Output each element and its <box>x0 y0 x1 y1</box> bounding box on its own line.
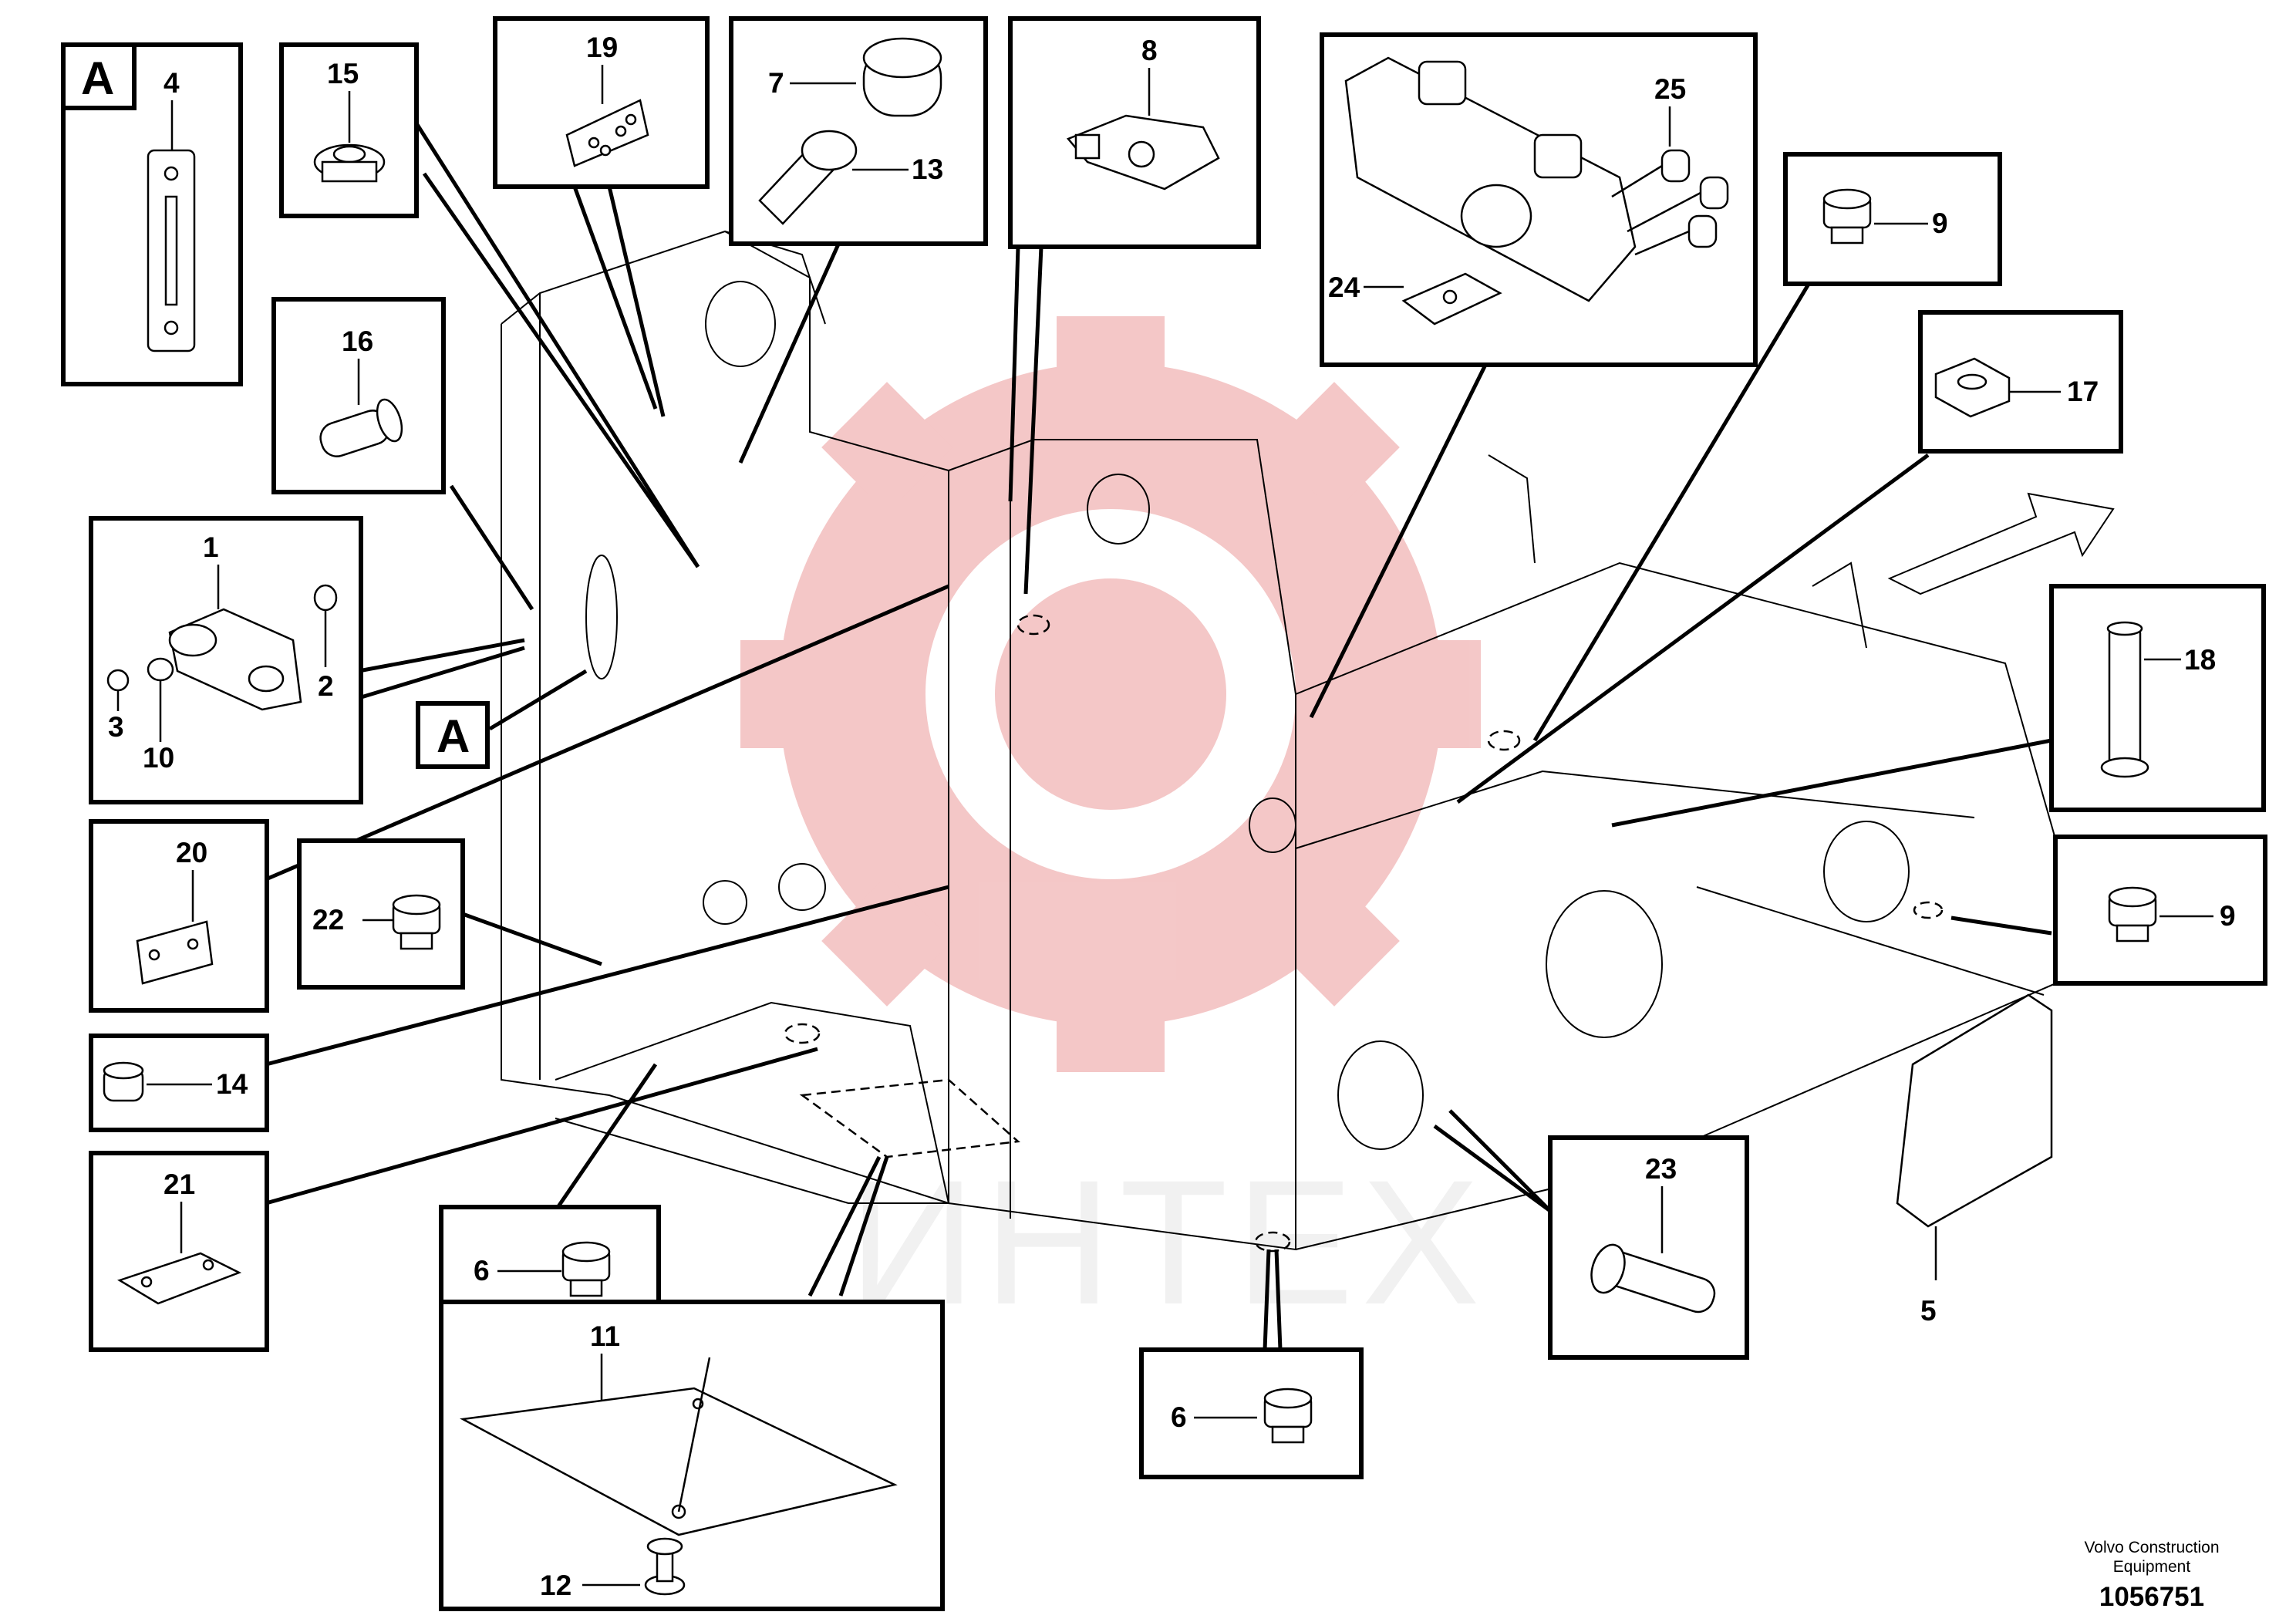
callout-7: 7 <box>768 67 784 99</box>
cover-sheet-part <box>459 1357 898 1536</box>
flat-plate-part <box>136 920 214 985</box>
callout-box-9-right: 9 <box>2053 835 2267 986</box>
callout-9-top: 9 <box>1932 207 1948 239</box>
watermark-text: ИНТЕХ <box>848 1143 1488 1341</box>
shim-part <box>117 1252 242 1305</box>
filler-cap-part <box>758 37 942 225</box>
callout-8: 8 <box>1141 35 1158 66</box>
callout-6-left: 6 <box>474 1255 490 1286</box>
brand-line-2: Equipment <box>2113 1558 2191 1576</box>
cross-member-part <box>1344 56 1637 302</box>
plug-part-6a <box>561 1241 611 1297</box>
callout-18: 18 <box>2184 644 2216 676</box>
callout-box-17: 17 <box>1918 310 2123 454</box>
pin-bolt-part <box>1590 1243 1716 1313</box>
callout-box-16: 16 <box>271 297 446 494</box>
callout-box-4: A 4 <box>61 42 243 386</box>
clip-bracket-part <box>1066 114 1220 191</box>
spacer-bushings-part <box>1611 149 1729 256</box>
callout-box-23: 23 <box>1548 1135 1749 1360</box>
watermark-gear-icon <box>740 316 1481 1072</box>
callout-4: 4 <box>164 67 180 99</box>
long-bolt-part <box>2100 621 2149 778</box>
callout-5: 5 <box>1920 1295 1937 1327</box>
callout-box-9-top: 9 <box>1783 152 2002 286</box>
stud-bolt-part <box>319 398 403 457</box>
callout-20: 20 <box>176 837 207 868</box>
callout-box-19: 19 <box>493 16 710 189</box>
plug-part-2 <box>2108 886 2157 943</box>
callout-3: 3 <box>108 711 124 743</box>
shim-plate-part <box>1401 272 1502 325</box>
plug-part <box>1822 188 1872 244</box>
drawing-number: 1056751 <box>2099 1582 2204 1612</box>
callout-box-21: 21 <box>89 1151 269 1352</box>
callout-box-8: 8 <box>1008 16 1261 249</box>
callout-box-11-12: 11 12 <box>439 1300 945 1611</box>
callout-24: 24 <box>1328 271 1360 303</box>
hinge-bracket-part <box>168 608 302 711</box>
callout-17: 17 <box>2067 376 2099 407</box>
plug-part-6b <box>1263 1388 1313 1444</box>
callout-21: 21 <box>164 1168 195 1200</box>
plug-part-22 <box>392 894 441 950</box>
callout-19: 19 <box>586 32 618 63</box>
callout-box-20: 20 <box>89 819 269 1013</box>
callout-box-24-25: 25 24 <box>1320 32 1758 367</box>
view-a-box-letter: A <box>81 52 114 104</box>
view-a-frame-label <box>416 701 490 769</box>
callout-22: 22 <box>312 904 344 936</box>
square-nut-part <box>1934 357 2011 418</box>
washer-part-2 <box>147 657 174 682</box>
callout-16: 16 <box>342 325 373 357</box>
direction-arrow-icon <box>1887 492 2115 595</box>
callout-box-14: 14 <box>89 1034 269 1132</box>
callout-10: 10 <box>143 742 174 774</box>
callout-11: 11 <box>590 1320 620 1352</box>
callout-1: 1 <box>203 531 219 563</box>
mounting-plate-part <box>565 99 649 167</box>
bushing-part <box>103 1061 144 1102</box>
callout-13: 13 <box>912 153 943 185</box>
callout-14: 14 <box>216 1068 248 1100</box>
brand-line-1: Volvo Construction <box>2084 1539 2219 1556</box>
watermark: ИНТЕХ <box>740 316 1488 1341</box>
leader-lines <box>265 122 2052 1351</box>
flange-nut-part <box>313 143 386 183</box>
callout-box-1-2-3-10: 1 2 3 10 <box>89 516 363 804</box>
callout-box-15: 15 <box>279 42 419 218</box>
view-a-frame-letter: A <box>437 710 470 762</box>
callout-6-bottom: 6 <box>1171 1401 1187 1433</box>
callout-box-7-13: 7 13 <box>729 16 988 246</box>
callout-2: 2 <box>318 670 334 702</box>
callout-15: 15 <box>327 58 359 89</box>
nut-part <box>106 669 130 692</box>
footer: Volvo Construction Equipment 1056751 <box>2084 1539 2219 1612</box>
callout-12: 12 <box>540 1570 571 1601</box>
screw-part <box>644 1537 686 1596</box>
callout-9-right: 9 <box>2220 900 2236 932</box>
cover-plate-part <box>1896 993 2053 1228</box>
callout-box-6-bottom: 6 <box>1139 1347 1364 1479</box>
callout-box-22: 22 <box>297 838 465 990</box>
callout-25: 25 <box>1654 73 1686 105</box>
callout-23: 23 <box>1645 1153 1677 1185</box>
washer-part <box>313 584 338 612</box>
callout-box-18: 18 <box>2049 584 2266 812</box>
